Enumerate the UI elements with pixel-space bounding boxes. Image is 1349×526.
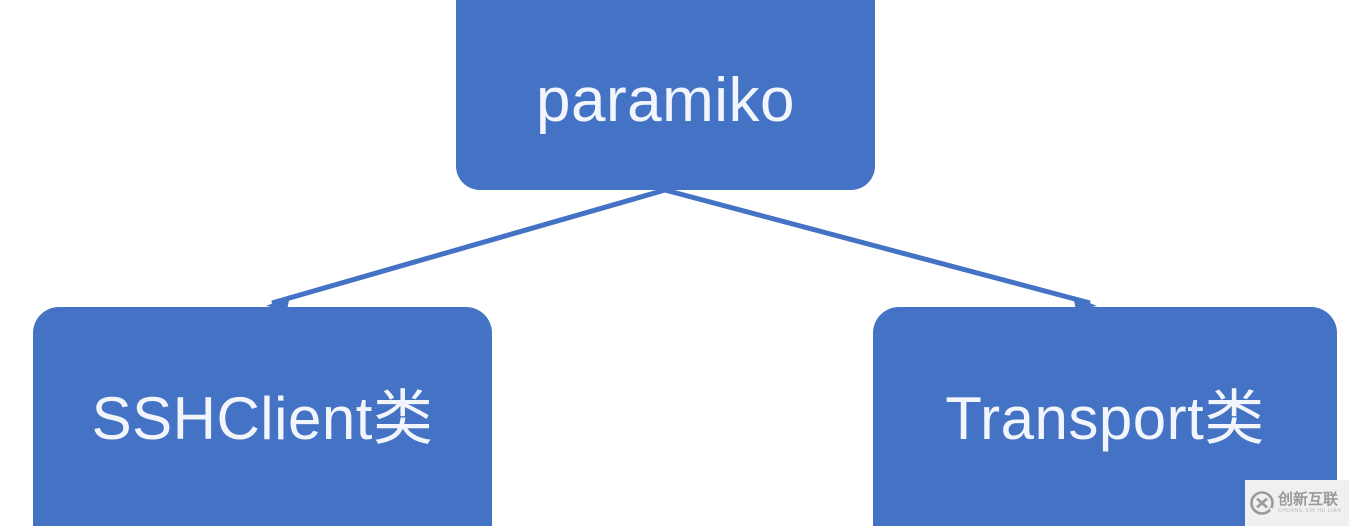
watermark-text: 创新互联 CHUANG XIN HU LIAN: [1278, 492, 1341, 514]
edge-paramiko-to-sshclient: [266, 187, 666, 310]
edge-paramiko-to-transport: [664, 187, 1097, 310]
node-transport-label: Transport类: [945, 385, 1265, 452]
watermark-brand-cn: 创新互联: [1278, 491, 1339, 508]
node-sshclient-label: SSHClient类: [91, 385, 434, 452]
watermark: 创新互联 CHUANG XIN HU LIAN: [1245, 480, 1349, 526]
node-paramiko-label: paramiko: [536, 66, 795, 135]
circled-x-logo-icon: [1249, 490, 1275, 516]
watermark-brand-pinyin: CHUANG XIN HU LIAN: [1278, 508, 1342, 514]
node-sshclient[interactable]: SSHClient类: [33, 307, 492, 526]
node-paramiko[interactable]: paramiko: [456, 0, 875, 190]
